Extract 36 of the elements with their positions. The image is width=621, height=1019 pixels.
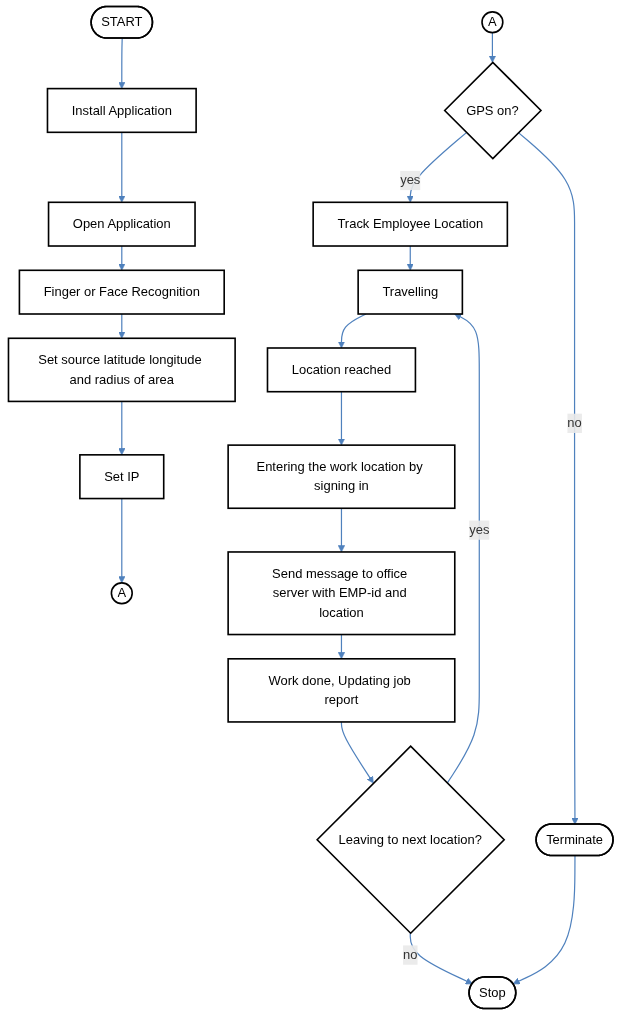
arrow <box>118 313 126 339</box>
arrow <box>409 932 473 985</box>
node-box: Send message to office server with EMP-id and location <box>227 551 456 636</box>
arrow <box>406 132 467 203</box>
arrow <box>340 721 374 784</box>
node-box: Travelling <box>357 269 463 315</box>
arrow <box>337 507 345 553</box>
arrow <box>118 497 126 584</box>
node-box: Open Application <box>47 201 196 247</box>
arrow <box>517 132 579 825</box>
arrow <box>512 855 576 985</box>
node-box: Location reached <box>266 347 416 393</box>
edge-label: no <box>402 947 418 962</box>
arrow <box>337 391 345 446</box>
arrow <box>406 245 414 271</box>
node-box: Work done, Updating job report <box>227 658 456 723</box>
node-diamond: GPS on? <box>443 61 542 160</box>
edge-label: yes <box>399 173 421 187</box>
node-circle: A <box>480 11 504 34</box>
arrow <box>118 400 126 456</box>
node-box: Entering the work location by signing in <box>227 444 456 510</box>
node-box: Install Application <box>46 87 197 134</box>
arrow <box>488 32 496 63</box>
arrow <box>337 633 345 660</box>
node-box: Set source latitude longitude and radius of area <box>7 337 236 403</box>
node-box: Finger or Face Recognition <box>18 269 225 315</box>
edge-label: yes <box>468 522 490 537</box>
arrow <box>118 131 126 203</box>
node-diamond: Leaving to next location? <box>315 745 506 935</box>
arrow <box>118 37 126 89</box>
node-box: Track Employee Location <box>312 201 508 247</box>
node-circle: A <box>110 582 133 605</box>
edge-label: no <box>567 415 582 430</box>
arrow <box>118 245 126 271</box>
arrow <box>446 313 480 784</box>
node-box: Set IP <box>78 454 165 500</box>
